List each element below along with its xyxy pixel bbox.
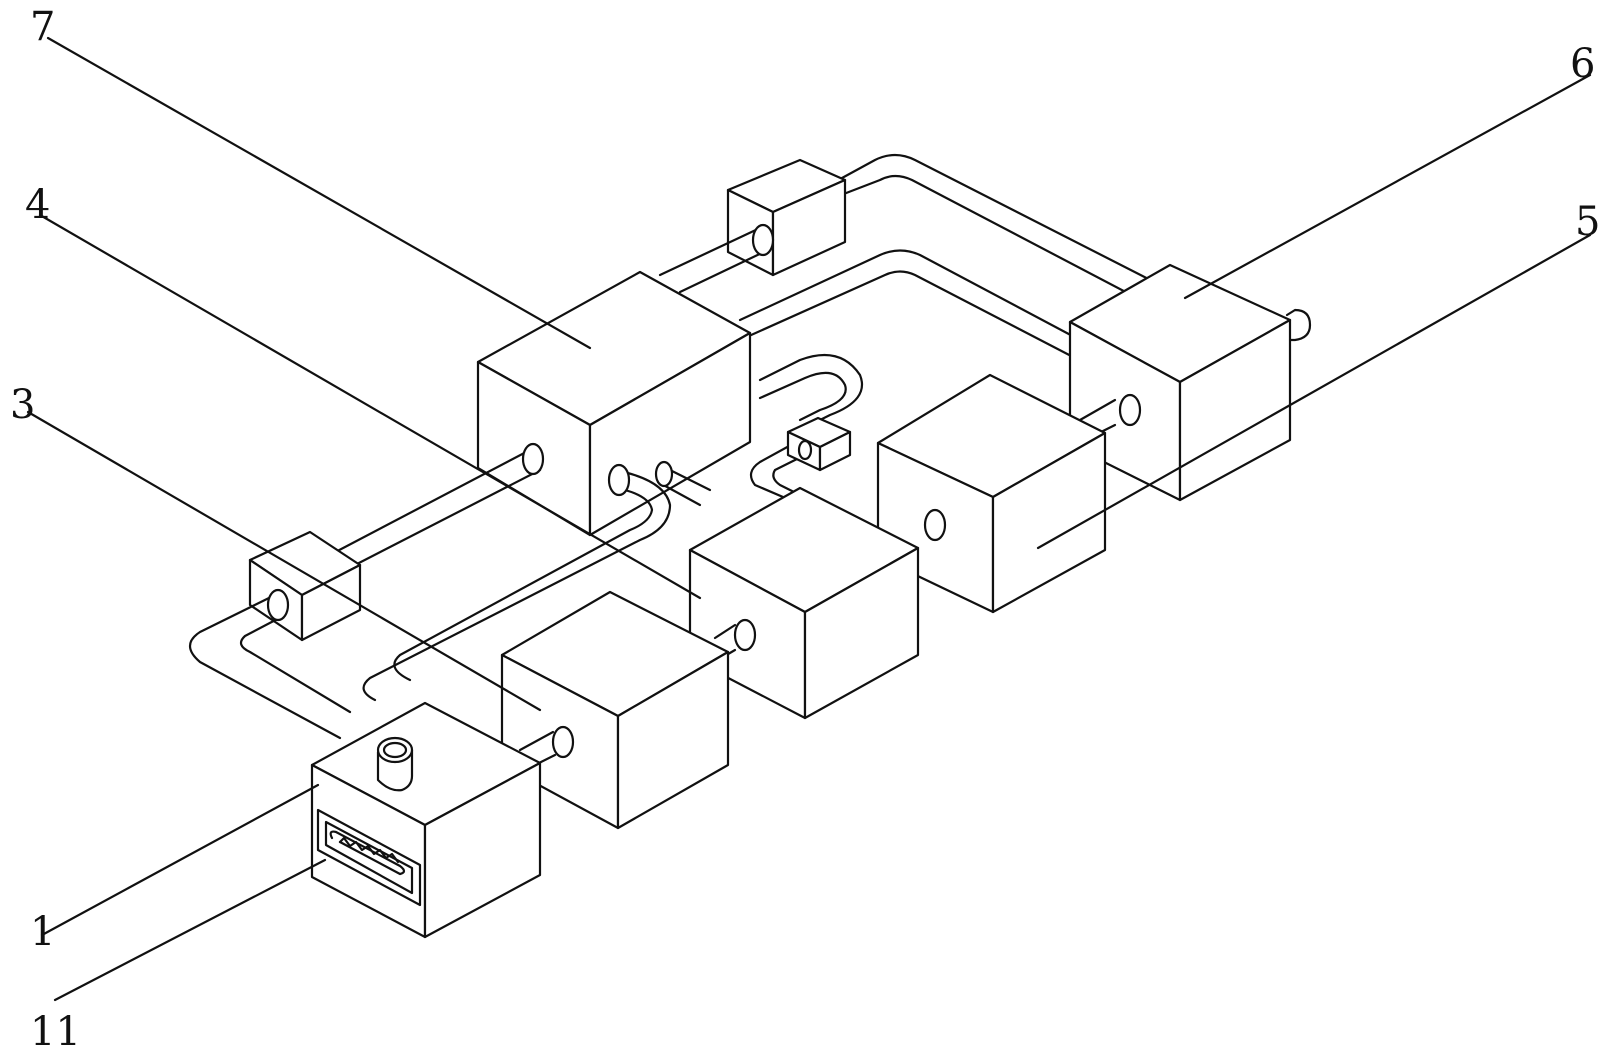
center-valve-box [786,416,852,472]
leader-3 [26,410,542,712]
front-middle-box [500,590,730,830]
label-4: 4 [25,182,50,228]
leader-5 [1036,233,1592,550]
pipe-7-to-top-valve [658,223,775,294]
label-7: 7 [30,4,55,50]
component-11-slot [316,808,422,907]
label-11: 11 [30,1009,81,1055]
inner-loop-pipe [738,249,1082,360]
top-valve-box [726,158,847,277]
label-3: 3 [10,382,35,428]
component-7-box [476,270,752,537]
label-1: 1 [30,909,55,955]
leader-6 [1183,73,1592,300]
component-5-box [876,373,1107,614]
component-4-box [688,486,920,720]
leader-lines [26,36,1592,1002]
label-6: 6 [1570,41,1595,87]
cap-knob [376,736,414,792]
leader-11 [53,858,327,1002]
u-bend-pipe [749,353,863,502]
leader-7 [46,36,592,350]
top-loop-pipe [813,153,1172,312]
left-loop-pipe [188,588,352,740]
leader-1 [40,783,320,937]
leader-4 [38,213,702,600]
reference-labels: 7 6 5 4 3 1 11 [10,4,1600,1055]
label-5: 5 [1575,199,1600,245]
